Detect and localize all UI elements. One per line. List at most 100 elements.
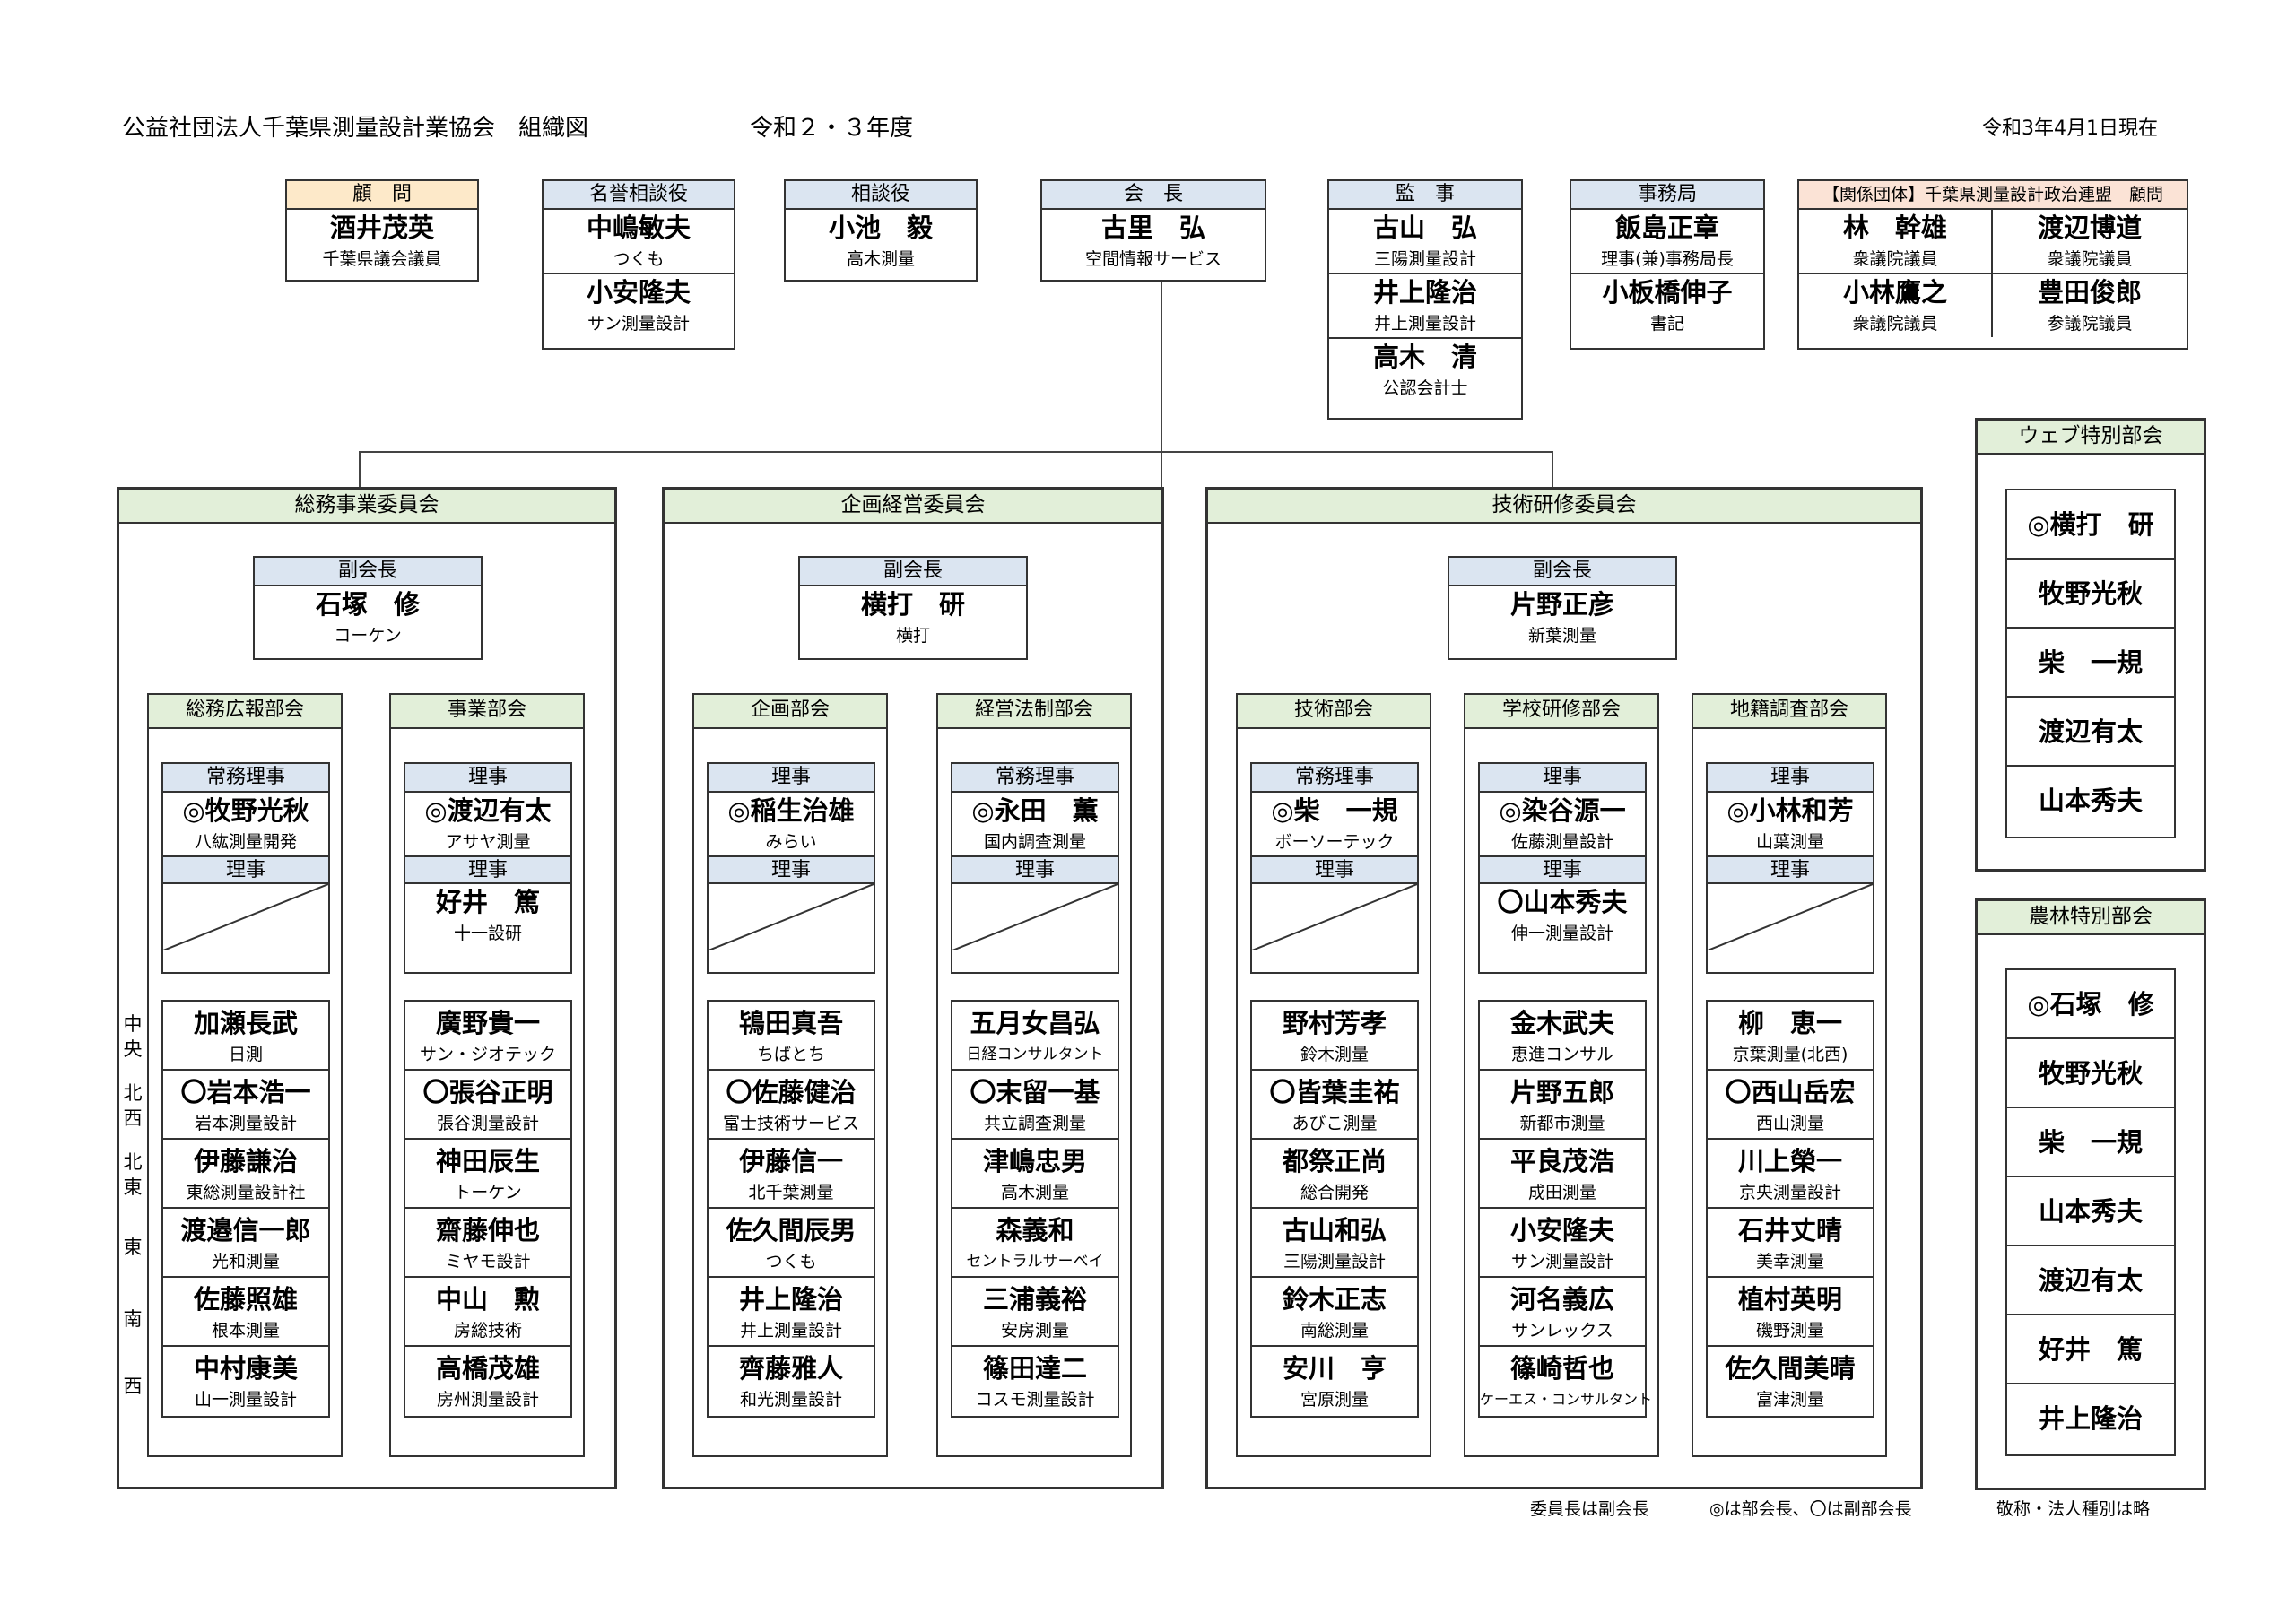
vice-president-box: 副会長 片野正彦 新葉測量: [1448, 556, 1677, 660]
member-name: 伊藤信一: [738, 1146, 843, 1176]
vice-president-box: 副会長 横打 研 横打: [798, 556, 1028, 660]
subcommittee-cadastral: 地籍調査部会: [1692, 693, 1887, 1457]
auditor-name: 古山 弘: [1372, 213, 1477, 243]
member-name: 柳 恵一: [1737, 1008, 1842, 1038]
director-name: 好井 篤: [435, 887, 540, 917]
director-label: 理事: [163, 855, 328, 884]
empty-slot: [163, 884, 328, 950]
head-name: ◎稲生治雄: [727, 795, 855, 826]
side-member: 牧野光秋: [2007, 560, 2174, 629]
side-member-list: ◎石塚 修 牧野光秋 柴 一規 山本秀夫 渡辺有太 好井 篤 井上隆治: [2005, 968, 2176, 1456]
committee-technical-training: 技術研修委員会: [1205, 487, 1923, 1489]
region-label: 南: [123, 1308, 143, 1330]
connector-line: [359, 451, 361, 489]
member-row: 都祭正尚総合開発: [1252, 1140, 1417, 1209]
subcommittee-title: 地籍調査部会: [1693, 695, 1885, 729]
head-label: 常務理事: [1252, 764, 1417, 793]
member-list: 金木武夫恵進コンサル 片野五郎新都市測量 平良茂浩成田測量 小安隆夫サン測量設計…: [1478, 1000, 1652, 1418]
honorary-org: つくも: [613, 249, 665, 269]
empty-slot: [709, 884, 874, 950]
vice-president-name: 片野正彦: [1509, 589, 1614, 620]
vice-president-title: 副会長: [255, 558, 481, 586]
member-org: 日測: [228, 1045, 263, 1064]
consultant-title: 相談役: [786, 181, 976, 210]
side-member: 牧野光秋: [2007, 1039, 2174, 1108]
member-row: 平良茂浩成田測量: [1480, 1140, 1645, 1209]
member-name: 小安隆夫: [1509, 1215, 1614, 1245]
member-org: 張谷測量設計: [436, 1114, 539, 1133]
subcommittee-title: 事業部会: [391, 695, 583, 729]
member-name: 〇末留一基: [970, 1077, 1100, 1107]
member-row: 井上隆治井上測量設計: [709, 1278, 874, 1347]
member-org: サンレックス: [1511, 1321, 1613, 1341]
member-row: 〇西山岳宏西山測量: [1708, 1071, 1873, 1140]
member-org: サン・ジオテック: [419, 1045, 556, 1064]
member-name: 都祭正尚: [1282, 1146, 1387, 1176]
member-row: 津嶋忠男高木測量: [952, 1140, 1118, 1209]
member-org: 岩本測量設計: [194, 1114, 297, 1133]
member-row: 小安隆夫サン測量設計: [1480, 1209, 1645, 1278]
connector-line: [359, 451, 1553, 453]
member-org: 鈴木測量: [1300, 1045, 1369, 1064]
member-name: 井上隆治: [738, 1284, 843, 1315]
member-row: 三浦義裕安房測量: [952, 1278, 1118, 1347]
director-label: 理事: [405, 855, 570, 884]
member-row: 中村康美山一測量設計: [163, 1347, 328, 1416]
leadership-box: 理事 ◎稲生治雄 みらい 理事: [707, 762, 875, 974]
member-org: あびこ測量: [1292, 1114, 1378, 1133]
member-name: 篠田達二: [982, 1353, 1087, 1384]
auditor-name: 井上隆治: [1372, 277, 1477, 308]
subcommittee-title: 総務広報部会: [149, 695, 341, 729]
president-title: 会 長: [1042, 181, 1265, 210]
side-member: 渡辺有太: [2007, 1246, 2174, 1315]
member-name: 森義和: [996, 1215, 1074, 1245]
president-name: 古里 弘: [1100, 213, 1205, 243]
member-row: 廣野貴一サン・ジオテック: [405, 1002, 570, 1071]
head-org: 国内調査測量: [983, 832, 1086, 852]
member-org: 山一測量設計: [194, 1390, 297, 1410]
head-org: みらい: [765, 832, 817, 852]
member-name: 鴇田真吾: [738, 1008, 843, 1038]
head-label: 常務理事: [952, 764, 1118, 793]
director-label: 理事: [952, 855, 1118, 884]
member-row: 古山和弘三陽測量設計: [1252, 1209, 1417, 1278]
consultant-org: 高木測量: [846, 249, 915, 269]
member-list: 廣野貴一サン・ジオテック 〇張谷正明張谷測量設計 神田辰生トーケン 齋藤伸也ミヤ…: [404, 1000, 572, 1418]
director-name: 〇山本秀夫: [1497, 887, 1628, 917]
member-name: 〇西山岳宏: [1725, 1077, 1856, 1107]
vice-president-name: 横打 研: [860, 589, 965, 620]
committee-title: 企画経営委員会: [665, 490, 1161, 524]
subcommittee-general-pr: 総務広報部会: [147, 693, 343, 1457]
member-name: 古山和弘: [1282, 1215, 1387, 1245]
member-org: 共立調査測量: [983, 1114, 1086, 1133]
member-name: 津嶋忠男: [982, 1146, 1087, 1176]
side-member: ◎横打 研: [2007, 490, 2174, 560]
region-label: 北西: [123, 1082, 143, 1129]
member-org: サン測量設計: [1510, 1252, 1613, 1271]
consultant-name: 小池 毅: [828, 213, 933, 243]
member-name: 伊藤謙治: [193, 1146, 298, 1176]
member-row: 野村芳孝鈴木測量: [1252, 1002, 1417, 1071]
honorary-title: 名誉相談役: [544, 181, 734, 210]
related-org-box: 【関係団体】千葉県測量設計政治連盟 顧問 林 幹雄 衆議院議員 渡辺博道 衆議院…: [1797, 179, 2188, 350]
member-row: 高橋茂雄房州測量設計: [405, 1347, 570, 1416]
member-row: 石井丈晴美幸測量: [1708, 1209, 1873, 1278]
connector-line: [1161, 451, 1162, 489]
connector-line: [1552, 451, 1553, 489]
member-row: 渡邉信一郎光和測量: [163, 1209, 328, 1278]
member-name: 三浦義裕: [982, 1284, 1087, 1315]
vice-president-org: 横打: [895, 626, 930, 646]
side-member: ◎石塚 修: [2007, 970, 2174, 1039]
head-org: ボーソーテック: [1274, 832, 1395, 852]
member-row: 〇皆葉圭祐あびこ測量: [1252, 1071, 1417, 1140]
head-org: 山葉測量: [1755, 832, 1824, 852]
head-label: 理事: [1708, 764, 1873, 793]
member-row: 佐藤照雄根本測量: [163, 1278, 328, 1347]
member-org: 房州測量設計: [436, 1390, 539, 1410]
leadership-box: 常務理事 ◎永田 薫 国内調査測量 理事: [951, 762, 1119, 974]
member-name: 野村芳孝: [1282, 1008, 1387, 1038]
member-row: 篠崎哲也ケーエス・コンサルタント: [1480, 1347, 1652, 1416]
member-row: 片野五郎新都市測量: [1480, 1071, 1645, 1140]
member-row: 河名義広サンレックス: [1480, 1278, 1645, 1347]
member-row: 川上榮一京央測量設計: [1708, 1140, 1873, 1209]
